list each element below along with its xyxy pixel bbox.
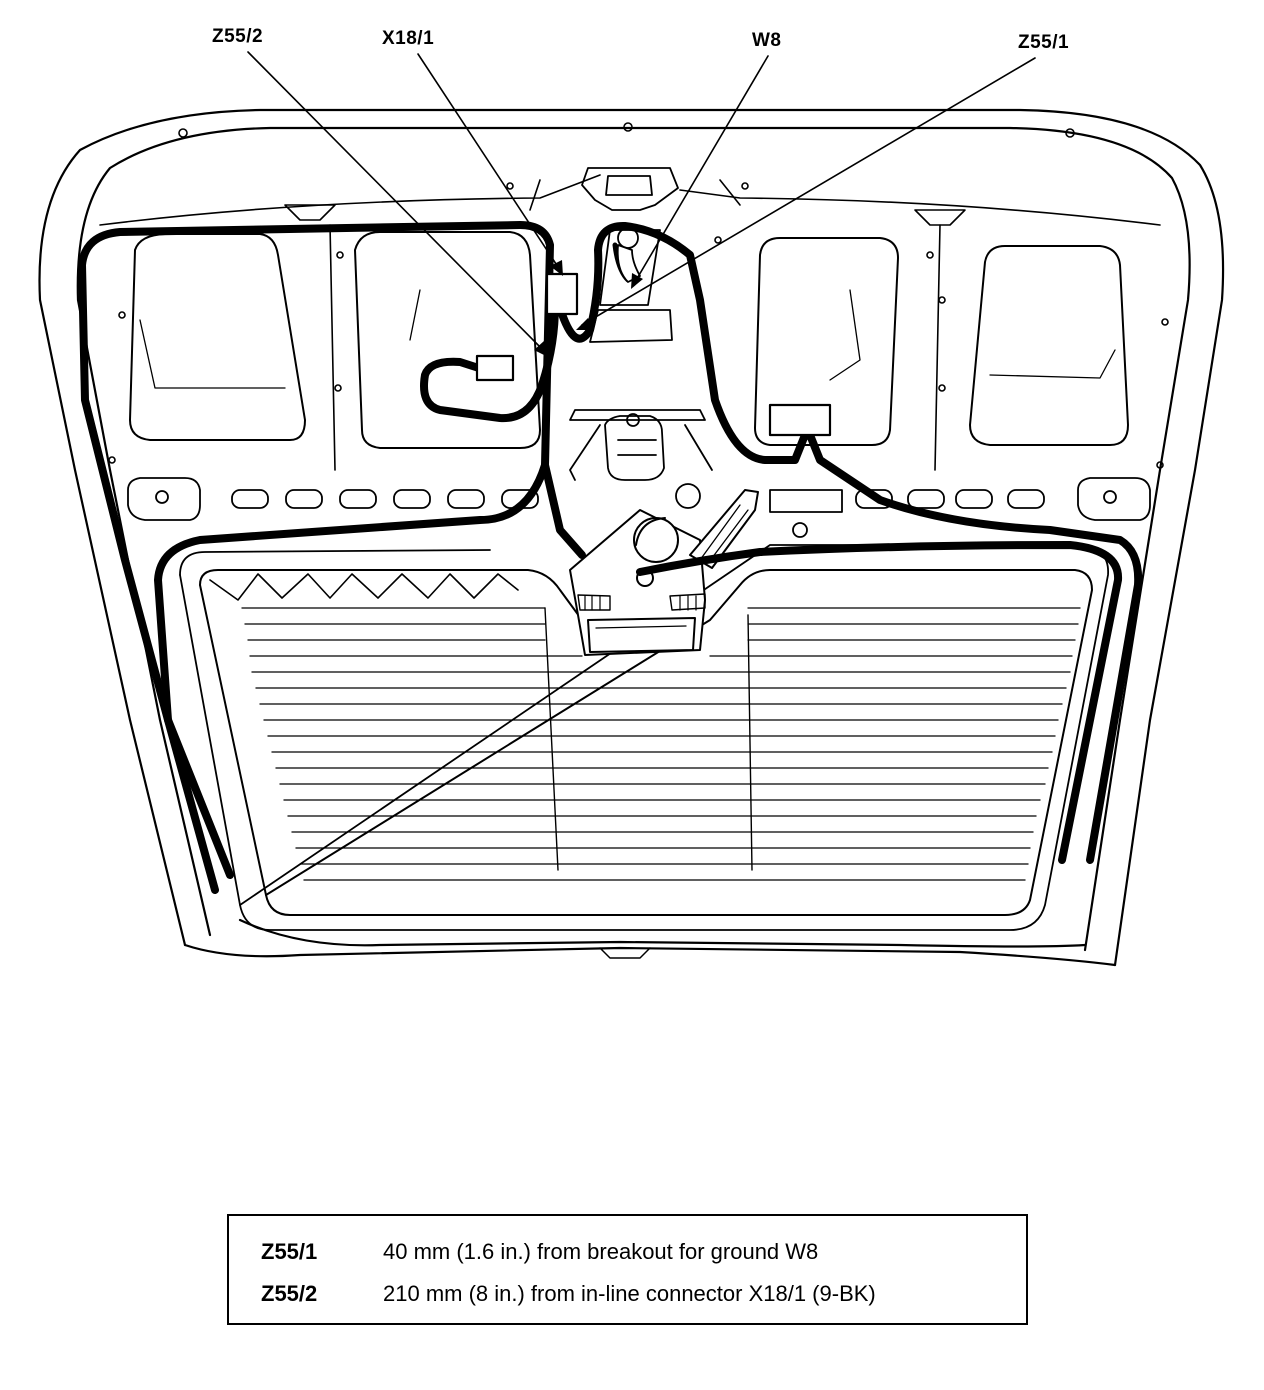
trunk-lid-wiring-diagram [38, 51, 1225, 967]
z55-1-leader [581, 57, 1036, 326]
legend-row-z55-1: Z55/1 40 mm (1.6 in.) from breakout for g… [261, 1239, 818, 1265]
ground-w8-eyelet [616, 244, 641, 283]
light-connector [768, 403, 832, 437]
callout-leaders [247, 51, 1036, 353]
center-bracket [569, 167, 713, 509]
legend-code: Z55/1 [261, 1239, 318, 1264]
panel-openings [129, 231, 1129, 449]
panel-ribs [99, 122, 1169, 471]
callout-x18-1: X18/1 [382, 28, 435, 49]
legend-row-z55-2: Z55/2 210 mm (8 in.) from in-line connect… [261, 1281, 876, 1307]
wiring-harness [78, 221, 1143, 894]
legend-code: Z55/2 [261, 1281, 318, 1306]
rear-window [199, 569, 1093, 916]
slot-holes [127, 477, 1151, 538]
callout-w8: W8 [752, 30, 782, 51]
z55-2-leader [247, 51, 546, 353]
legend-box: Z55/1 40 mm (1.6 in.) from breakout for g… [227, 1214, 1028, 1325]
legend-description: 210 mm (8 in.) from in-line connector X1… [383, 1281, 876, 1306]
lid-outline [38, 108, 1225, 967]
legend-description: 40 mm (1.6 in.) from breakout for ground… [383, 1239, 819, 1264]
lock-actuator [569, 489, 759, 656]
breakout-connector [475, 354, 515, 382]
x18-1-leader [417, 53, 561, 271]
x18-1-connector [545, 272, 579, 316]
heating-grid-lines [241, 607, 1081, 881]
callout-z55-2: Z55/2 [212, 26, 264, 47]
harness-components [475, 244, 832, 437]
w8-leader [634, 55, 769, 283]
callout-z55-1: Z55/1 [1018, 32, 1070, 53]
callout-arrowheads [534, 260, 643, 358]
